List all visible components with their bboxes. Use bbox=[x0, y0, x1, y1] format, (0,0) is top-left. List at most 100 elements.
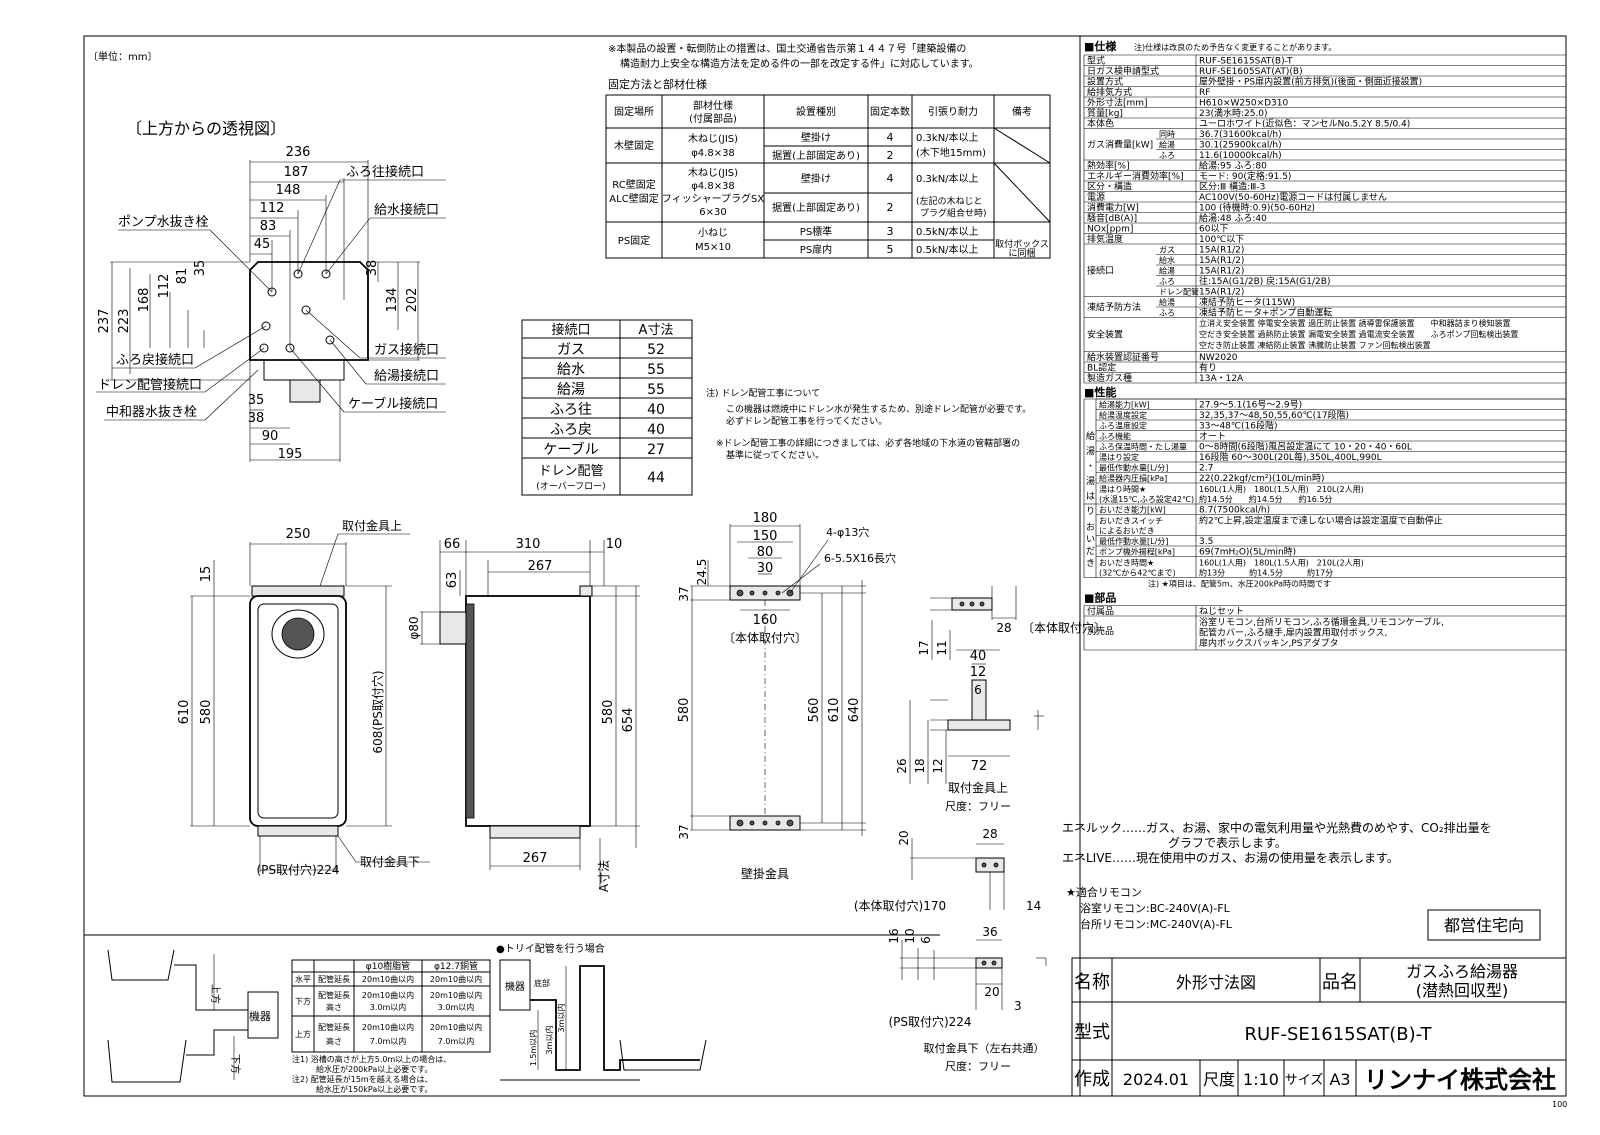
side-dim-63: 63 bbox=[445, 572, 460, 589]
detail-top-dim-72: 72 bbox=[971, 759, 988, 774]
trap-pipe bbox=[530, 965, 700, 1071]
spec-row-2-label: 設置方式 bbox=[1087, 76, 1123, 88]
spec-row2-4-value: 100 (待機時:0.9)(50-60Hz) bbox=[1199, 202, 1315, 214]
fix-r2-mat2: φ4.8×38 bbox=[691, 181, 735, 192]
gas-port bbox=[301, 305, 311, 315]
dim-top-1: 187 bbox=[284, 165, 309, 180]
perf-group1-a: 給 bbox=[1086, 430, 1095, 442]
perf2-label-0: おいだき能力[kW] bbox=[1099, 505, 1166, 515]
a-r7-port2: (オーバーフロー) bbox=[536, 481, 605, 492]
tb-company: リンナイ株式会社 bbox=[1364, 1066, 1556, 1094]
dim-top-5: 45 bbox=[254, 237, 271, 252]
perf2-reheat-0: 160L(1人用) 180L(1.5人用) 210L(2人用) bbox=[1199, 559, 1364, 568]
spec-gas-val-0: 36.7(31600kcal/h) bbox=[1199, 130, 1282, 140]
a-r4-val: 40 bbox=[647, 402, 665, 418]
spec-conn-label: 接続口 bbox=[1087, 264, 1114, 276]
spec-freeze-val-1: 凍結予防ヒータ+ポンプ自動運転 bbox=[1199, 307, 1332, 319]
piping-note2b: 給水圧が150kPa以上必要です。 bbox=[316, 1084, 432, 1094]
hot-water-port bbox=[325, 335, 335, 345]
front-view: 250 15 610 580 608(PS取付穴) (PS取付穴)224 取付金… bbox=[177, 518, 430, 877]
piping-appliance bbox=[247, 991, 279, 1039]
perf1-fill-0: 160L(1人用) 180L(1.5人用) 210L(2人用) bbox=[1199, 485, 1364, 494]
perf1-label-1: 給湯温度設定 bbox=[1099, 410, 1147, 420]
detail-top-body-hole: 〔本体取付穴〕 bbox=[1022, 620, 1106, 635]
bracket-dim-160: 160 bbox=[753, 613, 778, 628]
front-label-bottom-bracket: 取付金具下 bbox=[360, 854, 420, 869]
spec-row2-6-label: NOx[ppm] bbox=[1087, 225, 1133, 235]
spec-safety-1: 空だき安全装置 過熱防止装置 漏電安全装置 過電流安全装置 ふろポンプ回転検出装… bbox=[1199, 329, 1518, 339]
perf-group1-d: 湯 bbox=[1086, 476, 1095, 487]
dim-bottom-3: 195 bbox=[278, 447, 303, 462]
tb-scale-label: 尺度 bbox=[1203, 1070, 1235, 1089]
label-hot-water: 給湯接続口 bbox=[374, 368, 439, 384]
fix-r3-place: PS固定 bbox=[618, 234, 650, 247]
fix-r2-place1: RC壁固定 bbox=[612, 178, 655, 191]
perf2-reheat-1: 約13分 約14.5分 約17分 bbox=[1199, 568, 1333, 578]
detail-top-dim-18: 18 bbox=[913, 758, 927, 773]
spec-conn-sub-3: ふろ bbox=[1159, 277, 1175, 286]
detail-bottom-caption: 取付金具下（左右共通） bbox=[924, 1041, 1045, 1055]
perf1-val-0: 27.9～5.1(16号～2.9号) bbox=[1199, 400, 1302, 411]
front-dim-610: 610 bbox=[177, 700, 192, 725]
parts-label-1: 別売品 bbox=[1087, 625, 1114, 637]
front-dim-15: 15 bbox=[199, 566, 214, 583]
detail-bottom-side bbox=[975, 957, 1003, 969]
perf1-val-5: 16段階 60～300L(20L毎),350L,400L,990L bbox=[1199, 451, 1382, 463]
side-dim-310: 310 bbox=[516, 537, 541, 552]
fix-r3-note1: 取付ボックス bbox=[995, 239, 1049, 250]
a-r6-port: ケーブル bbox=[543, 441, 598, 458]
fix-r2-str3: プラグ組合せ時) bbox=[920, 207, 987, 219]
bracket-hole-13: 4-φ13穴 bbox=[826, 525, 869, 539]
tb-product1: ガスふろ給湯器 bbox=[1406, 962, 1518, 981]
perf2-val-2: 3.5 bbox=[1199, 537, 1213, 547]
perf-group2-c: だ bbox=[1086, 546, 1095, 557]
spec-row3-1-label: BL認定 bbox=[1087, 362, 1116, 374]
info-notes: エネルック……ガス、お湯、家中の電気利用量や光熱費のめやす、CO₂排出量を グラ… bbox=[1062, 820, 1541, 941]
trap-bottom-label: 底部 bbox=[534, 978, 550, 988]
spec-row2-3-label: 電源 bbox=[1087, 192, 1105, 203]
spec-conn-sub-1: 給水 bbox=[1159, 255, 1175, 265]
fix-r2-mat3: フィッシャープラグSX bbox=[662, 192, 765, 205]
tb-product-label: 品名 bbox=[1322, 972, 1358, 993]
bracket-dim-180: 180 bbox=[753, 511, 778, 526]
spec-section3: ■部品 bbox=[1084, 591, 1116, 605]
fix-r2-str1: 0.3kN/本以上 bbox=[916, 172, 979, 185]
fix-r3-count1: 3 bbox=[887, 225, 894, 238]
fix-r2-type2: 据置(上部固定あり) bbox=[772, 201, 860, 214]
front-bottom-ports bbox=[257, 825, 339, 837]
spec-row-4-label: 外形寸法[mm] bbox=[1087, 97, 1148, 109]
spec-gas-sub-2: ふろ bbox=[1159, 151, 1175, 160]
piping-down-label: 下方 bbox=[229, 1054, 242, 1074]
label-gas-port: ガス接続口 bbox=[374, 342, 439, 358]
tb-date: 2024.01 bbox=[1123, 1070, 1189, 1089]
perf2-label-1a: おいだきスイッチ bbox=[1099, 517, 1163, 526]
a-r4-port: ふろ往 bbox=[550, 402, 592, 418]
bracket-dim-610: 610 bbox=[827, 698, 842, 723]
side-dim-phi80: φ80 bbox=[407, 616, 421, 639]
spec-row2-7-label: 排気温度 bbox=[1087, 233, 1123, 245]
spec-conn-val-2: 15A(R1/2) bbox=[1199, 267, 1244, 277]
perf1-label-3: ふろ機能 bbox=[1099, 431, 1131, 441]
trap-appliance-label: 機器 bbox=[505, 980, 525, 993]
dim-left-3: 112 bbox=[157, 274, 172, 299]
label-drain-port: ドレン配管接続口 bbox=[98, 377, 202, 393]
a-r1-port: ガス bbox=[557, 342, 585, 358]
detail-top-dim-12: 12 bbox=[970, 665, 987, 680]
perf-group2-d: き bbox=[1086, 558, 1095, 569]
label-pump-drain: ポンプ水抜き栓 bbox=[118, 214, 209, 230]
fix-r3-note2: に同梱 bbox=[1008, 247, 1035, 259]
side-dim-a: A寸法 bbox=[597, 860, 611, 892]
bracket-dim-580: 580 bbox=[677, 698, 692, 723]
label-bath-outlet: ふろ往接続口 bbox=[346, 164, 424, 180]
bracket-dim-560: 560 bbox=[807, 698, 822, 723]
parts-label-0: 付属品 bbox=[1087, 606, 1114, 617]
perf1-label-7: 給湯器内圧損[kPa] bbox=[1099, 473, 1167, 483]
piping-r2-c1a: 20m10曲以内 bbox=[362, 990, 414, 1000]
perf2-reheat-sub: (32℃から42℃まで) bbox=[1099, 569, 1176, 578]
drain-note-title: 注) ドレン配管工事について bbox=[706, 387, 820, 399]
bracket-dim-37b: 37 bbox=[677, 824, 691, 839]
piping-r3-item1: 配管延長 bbox=[318, 1022, 350, 1032]
piping-r2-item1: 配管延長 bbox=[318, 990, 350, 1000]
spec-row2-3-value: AC100V(50-60Hz)電源コードは付属しません bbox=[1199, 192, 1387, 203]
